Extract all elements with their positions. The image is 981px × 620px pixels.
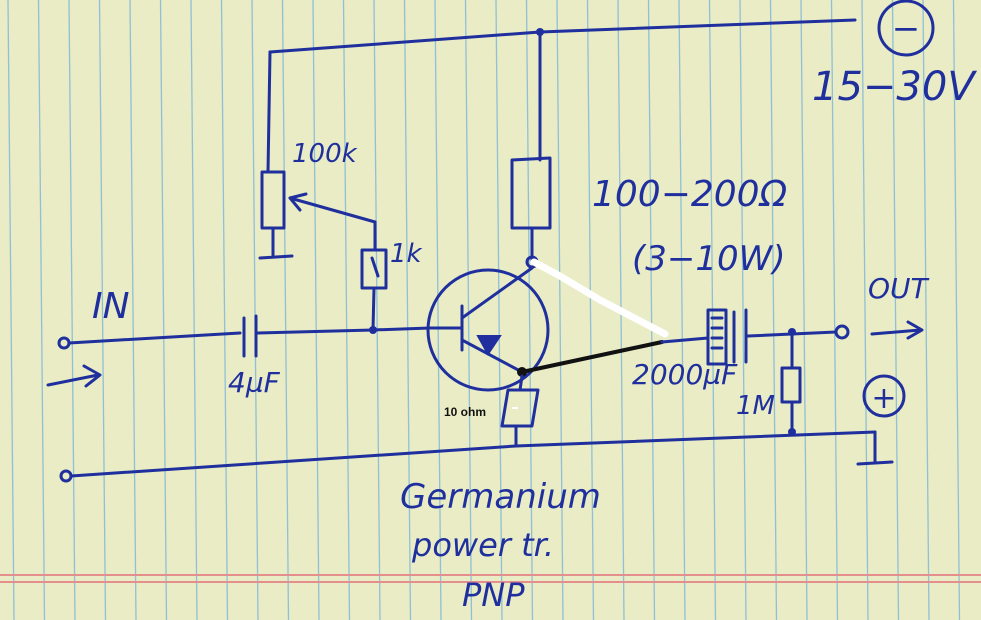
pnp-transistor bbox=[426, 266, 550, 392]
notebook-rule-line bbox=[281, 0, 290, 620]
output-resistor-label: 1M bbox=[736, 391, 775, 421]
ground-symbol bbox=[856, 430, 894, 466]
emitter-to-output-wire bbox=[520, 340, 664, 374]
resistor-1k bbox=[360, 248, 388, 290]
pot-wiper-arrow bbox=[288, 192, 377, 224]
notebook-rule-line bbox=[312, 0, 320, 620]
notebook-rule-line bbox=[525, 0, 534, 620]
notebook-rule-line bbox=[800, 0, 808, 620]
notebook-rule-line bbox=[37, 0, 46, 620]
supply-voltage-label: 15−30V bbox=[812, 64, 977, 110]
input-wire bbox=[67, 331, 242, 345]
notebook-margin-rules bbox=[0, 574, 981, 583]
emitter-resistor bbox=[500, 388, 540, 428]
notebook-rule-line bbox=[129, 0, 137, 620]
1k-to-base-wire bbox=[371, 286, 376, 332]
supply-plus-label: + bbox=[871, 381, 896, 416]
notebook-rule-line bbox=[739, 0, 747, 620]
pot-feed-wire bbox=[266, 50, 272, 174]
input-label: IN bbox=[92, 286, 130, 327]
output-terminal bbox=[834, 324, 850, 340]
notebook-rule-line bbox=[251, 0, 259, 620]
notebook-rule-line bbox=[403, 0, 412, 620]
notebook-rule-line bbox=[190, 0, 198, 620]
transistor-type-line3: PNP bbox=[462, 576, 525, 614]
transistor-type-line2: power tr. bbox=[411, 526, 554, 564]
wire-to-output-cap bbox=[660, 336, 710, 344]
notebook-rule-line bbox=[98, 0, 107, 620]
notebook-rule-line bbox=[68, 0, 76, 620]
notebook-rule-line bbox=[434, 0, 442, 620]
notebook-rule-line bbox=[7, 0, 15, 620]
transistor-type-line1: Germanium bbox=[400, 477, 601, 517]
notebook-rule-line bbox=[830, 0, 839, 620]
pot-ground bbox=[258, 226, 294, 260]
supply-minus-label: − bbox=[892, 9, 921, 49]
notebook-rule-line bbox=[373, 0, 381, 620]
base-resistor-label: 1k bbox=[390, 239, 423, 269]
resistor-1m bbox=[780, 366, 802, 404]
notebook-rule-line bbox=[220, 0, 229, 620]
collector-load-resistor bbox=[510, 156, 552, 230]
notebook-rule-line bbox=[342, 0, 351, 620]
ground-rail bbox=[69, 430, 877, 478]
notebook-rule-line bbox=[159, 0, 168, 620]
pot-value-label: 100k bbox=[292, 139, 358, 169]
erased-collector-wire bbox=[530, 258, 669, 338]
collector-load-power-label: (3−10W) bbox=[632, 239, 786, 279]
notebook-rule-line bbox=[952, 0, 961, 620]
notebook-rule-line bbox=[922, 0, 930, 620]
notebook-rule-line bbox=[464, 0, 473, 620]
notebook-rule-line bbox=[647, 0, 656, 620]
output-cap-plate-a bbox=[706, 308, 728, 366]
notebook-rule-line bbox=[678, 0, 686, 620]
cap-to-base-wire bbox=[256, 326, 432, 335]
output-cap-hatch bbox=[710, 316, 724, 350]
input-capacitor bbox=[242, 314, 258, 358]
notebook-rule-line bbox=[556, 0, 564, 620]
output-cap-label: 2000µF bbox=[632, 358, 738, 391]
resistor-1k-mark bbox=[370, 256, 380, 278]
output-label: OUT bbox=[868, 272, 930, 305]
emitter-resistor-label: 10 ohm bbox=[444, 405, 486, 419]
input-arrow bbox=[46, 364, 102, 388]
notebook-rule-line bbox=[769, 0, 778, 620]
notebook-rule-line bbox=[586, 0, 595, 620]
notebook-rule-line bbox=[861, 0, 869, 620]
output-arrow bbox=[870, 320, 924, 340]
output-cap-plate-b bbox=[732, 308, 748, 364]
notebook-rule-line bbox=[495, 0, 503, 620]
notebook-rule-line bbox=[891, 0, 900, 620]
potentiometer-100k bbox=[260, 170, 286, 230]
supply-plus-symbol: + bbox=[862, 374, 906, 418]
collector-load-value-label: 100−200Ω bbox=[592, 174, 788, 215]
input-cap-label: 4µF bbox=[228, 366, 281, 399]
supply-minus-symbol: − bbox=[877, 0, 935, 57]
notebook-vertical-rules bbox=[7, 0, 961, 620]
emitter-to-resistor-wire bbox=[518, 374, 524, 392]
supply-rail-top bbox=[268, 18, 857, 54]
